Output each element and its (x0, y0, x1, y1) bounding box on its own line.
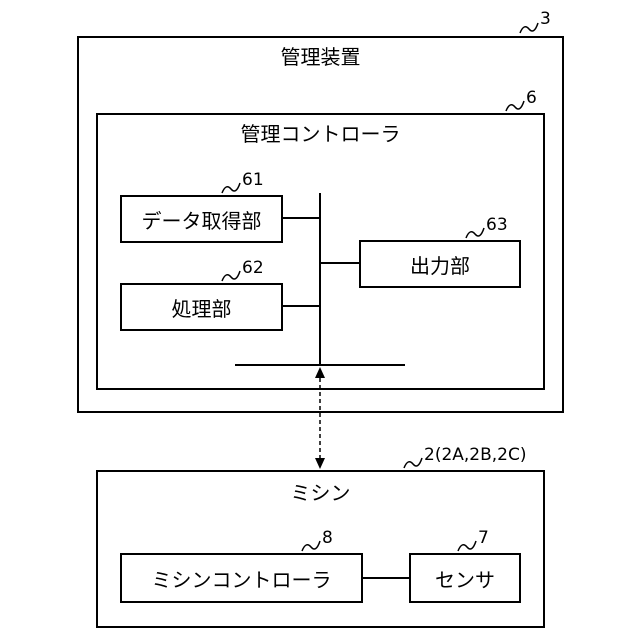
processing-unit-ref: 62 (242, 258, 264, 278)
sensor-ref: 7 (478, 528, 489, 548)
management-controller-title: 管理コントローラ (96, 122, 545, 146)
sewing-machine-ref: 2(2A,2B,2C) (424, 445, 527, 465)
output-unit-label: 出力部 (410, 250, 470, 279)
data-acquisition-unit-box: データ取得部 (120, 195, 283, 243)
management-device-ref: 3 (540, 9, 551, 29)
leader-ref-2 (404, 458, 422, 468)
data-acquisition-unit-label: データ取得部 (142, 205, 262, 234)
machine-controller-box: ミシンコントローラ (120, 553, 363, 603)
sewing-machine-title: ミシン (96, 481, 545, 505)
output-unit-box: 出力部 (359, 240, 521, 288)
machine-controller-label: ミシンコントローラ (152, 564, 332, 593)
processing-unit-label: 処理部 (172, 293, 232, 322)
sensor-box: センサ (409, 553, 521, 603)
management-controller-ref: 6 (526, 88, 537, 108)
machine-controller-ref: 8 (322, 528, 333, 548)
management-device-title: 管理装置 (77, 45, 564, 69)
data-acquisition-unit-ref: 61 (242, 170, 264, 190)
leader-ref-3 (520, 23, 538, 33)
sensor-label: センサ (435, 564, 495, 593)
arrow-head-down (315, 458, 325, 469)
output-unit-ref: 63 (486, 215, 508, 235)
processing-unit-box: 処理部 (120, 283, 283, 331)
